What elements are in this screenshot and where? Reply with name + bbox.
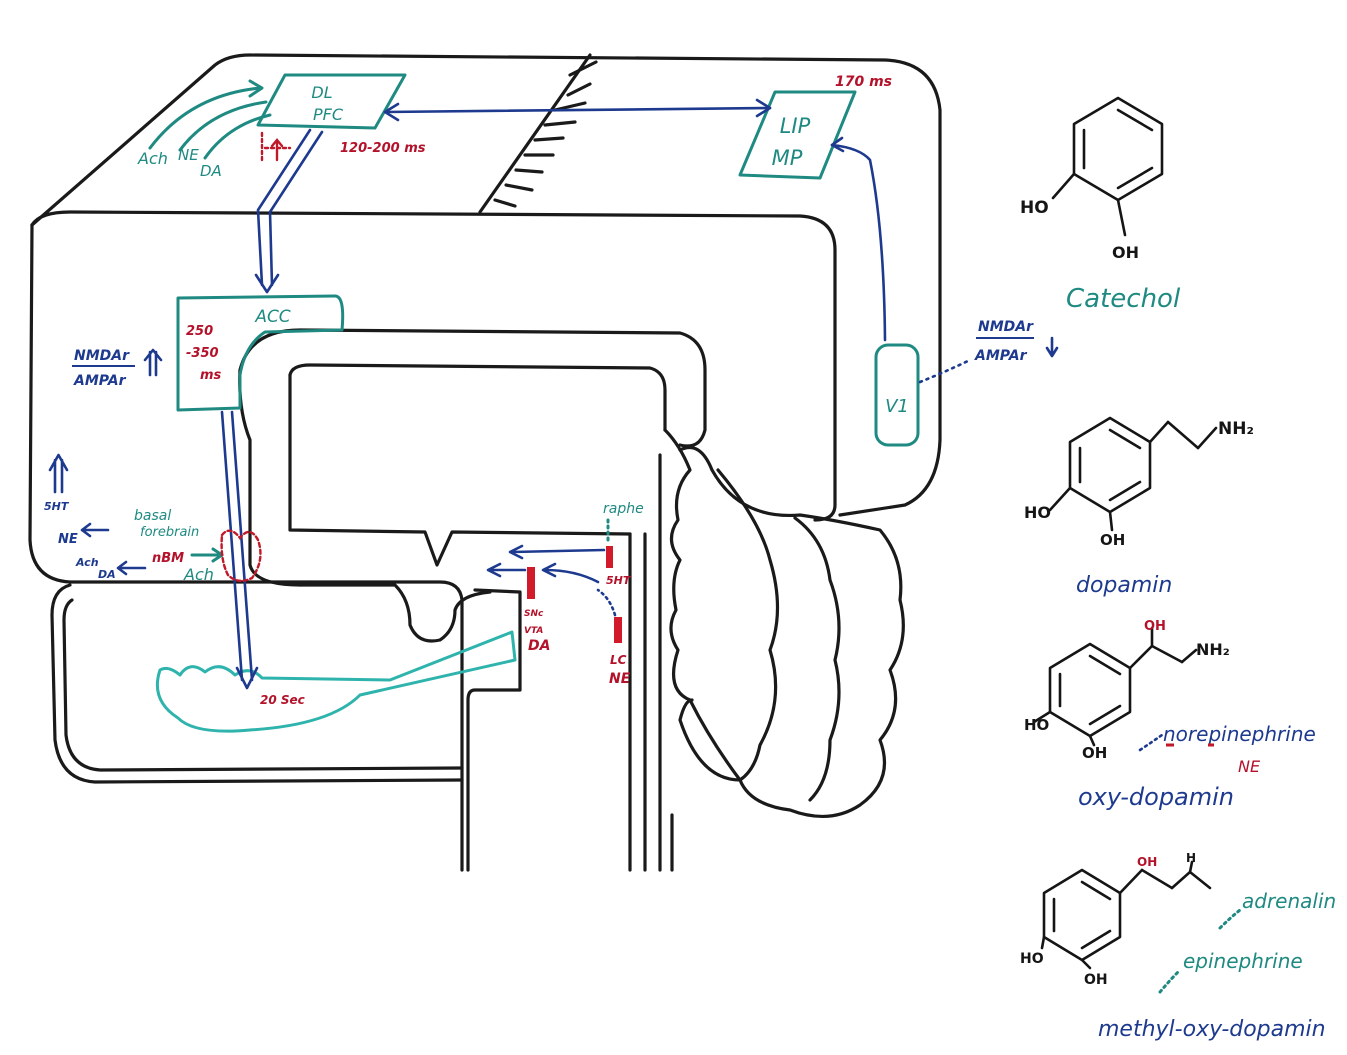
norepinephrine-name: oxy-dopamin — [1078, 783, 1234, 811]
norepinephrine-ho: HO — [1024, 716, 1049, 734]
pathway-v1-lip — [830, 136, 887, 342]
dopamine-structure — [1048, 416, 1218, 532]
acc-latency-2: -350 — [186, 346, 219, 361]
lc-label: LC — [610, 653, 627, 667]
acc-region — [176, 294, 345, 412]
catechol-ho: HO — [1020, 198, 1049, 218]
norepinephrine-structure — [1032, 626, 1198, 747]
norepinephrine-abbr: NE — [1238, 757, 1261, 776]
norepinephrine-alt-name: norepinephrine — [1163, 722, 1316, 746]
neuromodulator-inputs-dlpfc — [148, 79, 272, 160]
left-ach: Ach — [75, 556, 99, 569]
epinephrine-alt-name-1: adrenalin — [1242, 889, 1336, 913]
epinephrine-oh-top: OH — [1137, 855, 1157, 869]
snc-label: SNc — [524, 609, 544, 619]
norepinephrine-oh: OH — [1082, 744, 1107, 762]
left-da: DA — [98, 568, 116, 581]
dlpfc-label-1: DL — [311, 83, 332, 102]
norepinephrine-nh2: NH₂ — [1196, 640, 1230, 659]
right-receptor-arrow — [918, 336, 1059, 384]
input-ne: NE — [178, 146, 199, 164]
input-da: DA — [200, 162, 222, 180]
input-ach: Ach — [137, 149, 168, 168]
nbm-label: nBM — [152, 551, 184, 566]
dlpfc-latency: 120-200 ms — [340, 141, 426, 156]
norepinephrine-oh-top: OH — [1144, 619, 1166, 634]
dlpfc-label-2: PFC — [313, 105, 344, 124]
dopamine-oh: OH — [1100, 531, 1125, 549]
dlpfc-receptor-mark — [260, 131, 292, 165]
dlpfc-region — [256, 73, 407, 130]
vta-da: DA — [528, 638, 550, 654]
epinephrine-h: H — [1186, 851, 1196, 865]
left-receptor-arrow — [143, 348, 163, 377]
left-ampa: AMPAr — [73, 373, 127, 389]
epinephrine-name: methyl-oxy-dopamin — [1098, 1017, 1326, 1042]
catechol-structure — [1051, 96, 1164, 237]
vta-label: VTA — [524, 626, 543, 636]
v1-label: V1 — [885, 396, 909, 417]
left-nmda: NMDAr — [74, 348, 130, 364]
dopamine-ho: HO — [1024, 503, 1051, 522]
lc-ne: NE — [609, 671, 631, 687]
epinephrine-ho: HO — [1020, 951, 1044, 967]
epinephrine-structure — [1040, 860, 1212, 970]
lip-latency: 170 ms — [835, 74, 892, 90]
dopamine-nh2: NH₂ — [1218, 419, 1254, 439]
basal-forebrain-1: basal — [134, 508, 171, 524]
basal-forebrain-2: forebrain — [140, 525, 199, 540]
nbm-projection — [190, 529, 262, 583]
lip-label-2: MP — [772, 146, 803, 170]
brain-outline — [28, 53, 942, 872]
left-ne: NE — [58, 532, 78, 547]
left-5ht: 5HT — [44, 500, 70, 513]
striatum-region — [155, 630, 517, 733]
right-ampa: AMPAr — [974, 348, 1028, 364]
acc-latency-3: ms — [200, 368, 222, 383]
catechol-oh: OH — [1112, 243, 1139, 262]
pathway-dlpfc-acc — [254, 128, 324, 294]
nbm-ach: Ach — [183, 565, 214, 584]
raphe-label: raphe — [603, 501, 644, 517]
brainstem-nuclei — [486, 518, 622, 643]
pathway-acc-striatum — [220, 410, 259, 690]
epinephrine-oh: OH — [1084, 972, 1108, 988]
v1-region — [874, 343, 920, 447]
left-output-arrows — [48, 453, 147, 576]
acc-latency-1: 250 — [186, 324, 213, 339]
catechol-name: Catechol — [1066, 284, 1181, 314]
right-nmda: NMDAr — [978, 319, 1034, 335]
lip-region — [738, 90, 857, 180]
pathway-dlpfc-lip — [383, 98, 772, 122]
acc-label: ACC — [254, 307, 290, 327]
lip-label-1: LIP — [780, 114, 811, 138]
dopamine-name: dopamin — [1076, 573, 1172, 598]
striatum-time: 20 Sec — [260, 693, 305, 707]
raphe-5ht: 5HT — [606, 574, 632, 587]
epinephrine-alt-name-2: epinephrine — [1183, 949, 1303, 973]
